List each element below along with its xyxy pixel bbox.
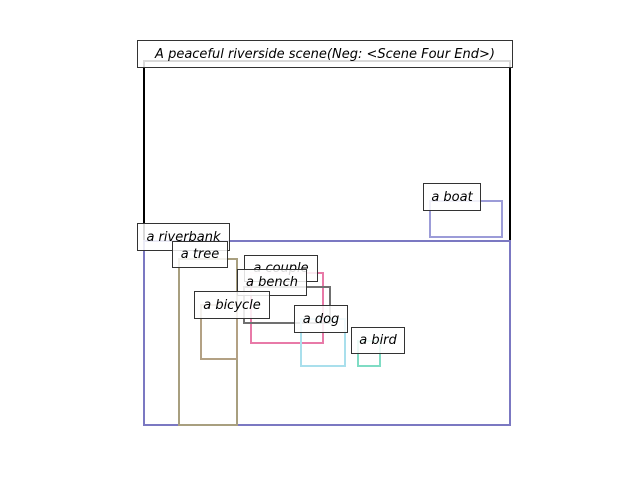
region-riverbank-box <box>143 240 511 426</box>
region-tree-label: a tree <box>172 241 228 268</box>
region-dog-label: a dog <box>294 305 348 333</box>
region-bicycle-label: a bicycle <box>194 291 270 319</box>
region-boat-label: a boat <box>423 183 481 211</box>
caption-label: A peaceful riverside scene(Neg: <Scene F… <box>137 40 513 68</box>
region-bird-label: a bird <box>351 327 405 354</box>
